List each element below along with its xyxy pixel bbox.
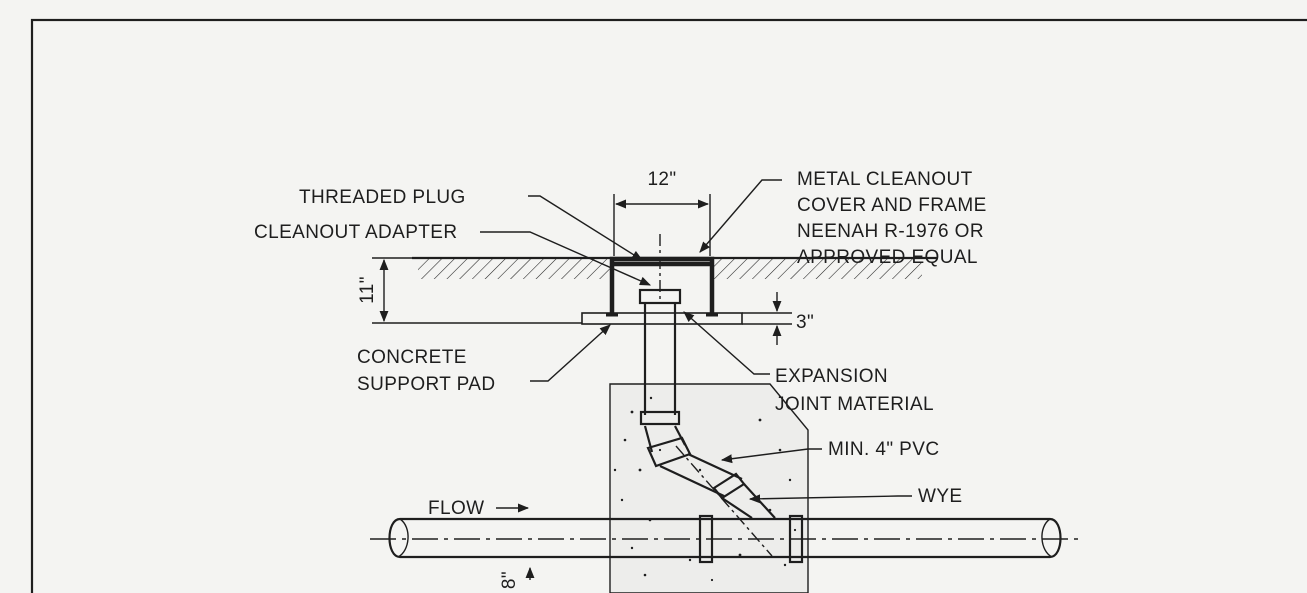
cleanout-frame: [606, 256, 718, 317]
expansion-joint-line-2: JOINT MATERIAL: [775, 394, 934, 415]
riser-pipe: [638, 234, 682, 426]
sheet-border: [30, 18, 1307, 593]
metal-cleanout-line-2: COVER AND FRAME: [797, 195, 987, 216]
dimension-pad-thickness: 3": [742, 292, 814, 345]
metal-cleanout-line-1: METAL CLEANOUT: [797, 169, 973, 190]
concrete-support-pad: [581, 312, 743, 325]
concrete-pad-line-1: CONCRETE: [357, 347, 467, 368]
threaded-plug-label: THREADED PLUG: [299, 187, 466, 208]
pvc-label: MIN. 4" PVC: [828, 439, 939, 460]
flow-label: FLOW: [428, 498, 485, 519]
dimension-frame-width: 12": [613, 169, 711, 256]
dim-12-label: 12": [647, 169, 676, 190]
metal-cleanout-line-4: APPROVED EQUAL: [797, 247, 978, 268]
dimension-cover-depth: 11": [357, 257, 582, 324]
metal-cleanout-line-3: NEENAH R-1976 OR: [797, 221, 984, 242]
wye-label: WYE: [918, 486, 962, 507]
leader-lines: [480, 179, 912, 513]
dimension-main-depth: 8": [499, 566, 535, 589]
dim-3-label: 3": [796, 312, 814, 333]
callout-metal-cleanout: METAL CLEANOUT COVER AND FRAME NEENAH R-…: [797, 169, 987, 268]
main-sewer-pipe: [370, 514, 1078, 564]
cleanout-adapter-label: CLEANOUT ADAPTER: [254, 222, 458, 243]
concrete-pad-line-2: SUPPORT PAD: [357, 374, 496, 395]
angled-pipe: [643, 425, 776, 557]
dim-11-label: 11": [357, 276, 378, 304]
dim-8-label: 8": [499, 571, 520, 589]
expansion-joint-line-1: EXPANSION: [775, 366, 888, 387]
